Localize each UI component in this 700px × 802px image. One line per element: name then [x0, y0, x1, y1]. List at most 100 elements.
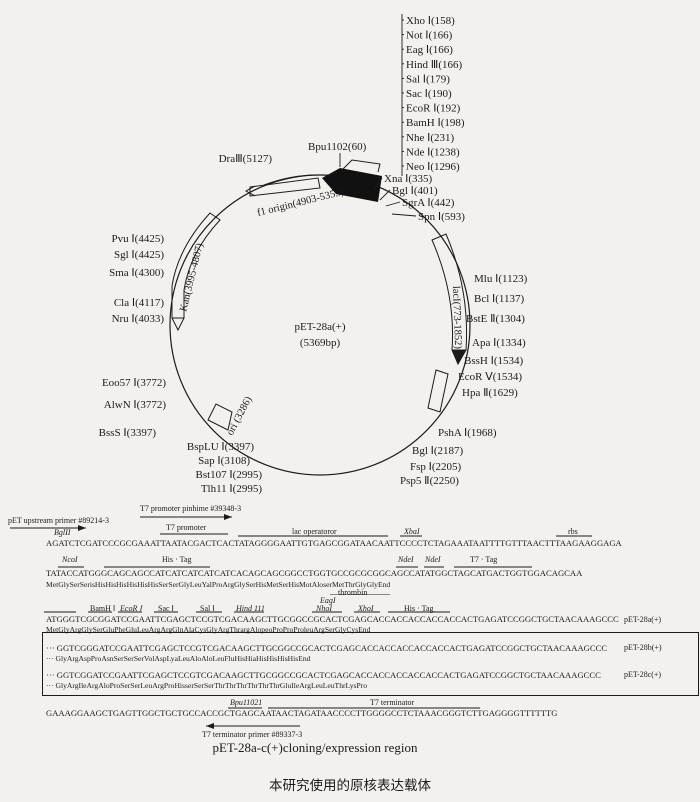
site-label: AlwN Ⅰ(3772) — [104, 399, 167, 411]
aa-line-2: MetGlySerSerisHisHisHisHisHisHisSerSerGl… — [46, 580, 391, 589]
xhoi-label: XhoI — [358, 604, 374, 613]
his-tag-1-label: His · Tag — [162, 555, 192, 564]
ndei-2-label: NdeI — [425, 555, 441, 564]
bpu-bracket — [341, 159, 381, 173]
f1-origin-label: f1 origin(4903-5355) — [256, 187, 345, 219]
plasmid-map: pET-28a(+) (5369bp) f1 origin(4903-5355)… — [99, 14, 528, 495]
site-label: Xna Ⅰ(335) — [384, 173, 432, 185]
thrombin-label: thrombin — [338, 588, 368, 597]
region4-lines — [206, 707, 480, 729]
site-label: Spn Ⅰ(593) — [418, 211, 465, 223]
right-site-list: Mlu Ⅰ(1123) Bcl Ⅰ(1137) BstE Ⅱ(1304) Apa Ⅰ(… — [400, 273, 528, 487]
region3-lines — [44, 594, 450, 613]
xbal-label: XbaI — [404, 527, 420, 536]
site-label: Bgl Ⅰ(2187) — [412, 445, 464, 457]
site-label: Eag Ⅰ(166) — [406, 44, 453, 56]
seq-line-5: ··· GGTCGGATCCGAATTCGAGCTCCGTCGACAAGCTTG… — [46, 670, 601, 680]
seq-line-3: ATGGGTCGCGGATCCGAATTCGAGCTCCGTCGACAAGCTT… — [46, 614, 619, 624]
variant-box — [42, 632, 699, 696]
site-label: Sap Ⅰ(3108) — [198, 455, 250, 467]
site-label: Not Ⅰ(166) — [406, 30, 453, 42]
kan-gene-band — [171, 212, 221, 319]
t7-pinhime-label: T7 promoter pinhime #39348-3 — [140, 504, 242, 513]
bottom-site-list: Tlh11 Ⅰ(2995) Bst107 Ⅰ(2995) Sap Ⅰ(3108) Bs… — [99, 427, 263, 495]
t7-terminator-label: T7 terminator — [370, 698, 415, 707]
lac-operator-label: lac operatoror — [292, 527, 337, 536]
bglii-label: BglII — [54, 528, 71, 537]
aa-line-3: MetGlyArgGlySerGluPheGluLeuArgArgGlnAlaC… — [46, 625, 371, 634]
seq-line-1: AGATCTCGATCCCGCGAAATTAATACGACTCACTATAGGG… — [46, 538, 622, 548]
pet28b-label: pET-28b(+) — [624, 643, 662, 652]
site-label: Fsp Ⅰ(2205) — [410, 461, 462, 473]
aa-line-4: ··· GlyArgAspProAsnSerSerSerVolAspLyaLeu… — [46, 654, 311, 663]
mcs-black-arrow — [322, 168, 382, 202]
site-label: Nru Ⅰ(4033) — [112, 313, 165, 325]
seq-line-6: GAAAGGAAGCTGAGTTGGCTGCTGCCACCGCTGAGCAATA… — [46, 708, 558, 718]
site-label: PshA Ⅰ(1968) — [438, 427, 497, 439]
upstream-primer-label: pET upstream primer #89214-3 — [8, 516, 109, 525]
site-label: Mlu Ⅰ(1123) — [474, 273, 528, 285]
site-label: Neo Ⅰ(1296) — [406, 161, 460, 173]
sali-label: Sal Ⅰ — [200, 604, 215, 613]
mcs-extra-sites: Xna Ⅰ(335)Bgl Ⅰ(401)SgrA Ⅰ(442) Spn Ⅰ(593… — [373, 173, 465, 223]
site-label: Bcl Ⅰ(1137) — [474, 293, 525, 305]
ori-label: ori (3286) — [225, 394, 255, 437]
site-label: Hpa Ⅱ(1629) — [462, 387, 518, 399]
site-label: SgrA Ⅰ(442) — [402, 197, 455, 209]
site-label: Tlh11 Ⅰ(2995) — [201, 483, 263, 495]
plasmid-size: (5369bp) — [300, 337, 341, 349]
laci-label: lacI(773-1852) — [450, 286, 463, 350]
site-label: BssS Ⅰ(3397) — [99, 427, 157, 439]
site-label: BstE Ⅱ(1304) — [466, 313, 525, 325]
f1-origin-arc — [263, 174, 323, 186]
site-label: EcoR Ⅰ(192) — [406, 103, 461, 115]
bpu-label: Bpu11021 — [230, 698, 263, 707]
ncoi-label: NcoI — [62, 555, 78, 564]
region1-arrows — [10, 514, 592, 537]
site-label: Sal Ⅰ(179) — [406, 73, 450, 85]
aa-line-5: ··· GlyArgIleArgAloProSerSerLeuArgProHis… — [46, 681, 368, 690]
saci-label: Sac Ⅰ — [158, 604, 174, 613]
site-label: Apa Ⅰ(1334) — [472, 337, 526, 349]
site-label: Hind Ⅲ(166) — [406, 59, 462, 71]
site-label: BamH Ⅰ(198) — [406, 117, 465, 129]
site-label: Pvu Ⅰ(4425) — [112, 233, 165, 245]
site-label: Nhe Ⅰ(231) — [406, 132, 454, 144]
pet28c-label: pET-28c(+) — [624, 670, 662, 679]
pet28a-label: pET-28a(+) — [624, 615, 662, 624]
bamhi-label: BamH Ⅰ — [90, 604, 116, 613]
ecori-label: EcoR Ⅰ — [120, 604, 142, 613]
t7-tag-label: T7 · Tag — [470, 555, 498, 564]
site-label: Sac Ⅰ(190) — [406, 88, 452, 100]
t7-term-primer-label: T7 terminator primer #89337-3 — [202, 730, 303, 739]
site-label: DraⅢ(5127) — [219, 153, 273, 165]
t7-promoter-label: T7 promoter — [166, 523, 207, 532]
site-label: Psp5 Ⅱ(2250) — [400, 475, 459, 487]
site-label: Eoo57 Ⅰ(3772) — [102, 377, 166, 389]
site-label: BssH Ⅰ(1534) — [464, 355, 523, 367]
seq-line-2: TATACCATGGGCAGCAGCCATCATCATCATCATCACAGCA… — [46, 568, 583, 578]
site-label: Xho Ⅰ(158) — [406, 15, 455, 27]
site-label: Bgl Ⅰ(401) — [392, 185, 438, 197]
site-label: Nde Ⅰ(1238) — [406, 146, 460, 158]
region2-lines — [58, 566, 532, 568]
plasmid-name: pET-28a(+) — [294, 321, 345, 333]
figure-caption-en: pET-28a-c(+)cloning/expression region — [212, 740, 418, 755]
site-label: EcoR Ⅴ(1534) — [458, 371, 522, 383]
hindiii-label: Hind 111 — [236, 604, 265, 613]
ori-arrow — [207, 403, 233, 431]
left-site-list: AlwN Ⅰ(3772) Eoo57 Ⅰ(3772) Nru Ⅰ(4033) Cla … — [102, 153, 272, 411]
site-label: BspLU Ⅰ(3397) — [187, 441, 254, 453]
site-label: Sgl Ⅰ(4425) — [114, 249, 164, 261]
mcs-site-list: Xho Ⅰ(158) Not Ⅰ(166) Eag Ⅰ(166) Hind Ⅲ(166… — [402, 15, 465, 173]
rbs-label: rbs — [568, 527, 578, 536]
figure-caption-cn: 本研究使用的原核表达载体 — [269, 778, 431, 794]
site-label: Sma Ⅰ(4300) — [109, 267, 164, 279]
nhoi-label: NhoI — [316, 604, 332, 613]
seq-line-4: ··· GGTCGGGATCCGAATTCGAGCTCCGTCGACAAGCTT… — [46, 643, 608, 653]
ndei-label: NdeI — [398, 555, 414, 564]
site-bpu1102: Bpu1102(60) — [308, 141, 367, 153]
his-tag-2-label: His · Tag — [404, 604, 434, 613]
site-label: Bst107 Ⅰ(2995) — [196, 469, 263, 481]
site-label: Cla Ⅰ(4117) — [114, 297, 165, 309]
